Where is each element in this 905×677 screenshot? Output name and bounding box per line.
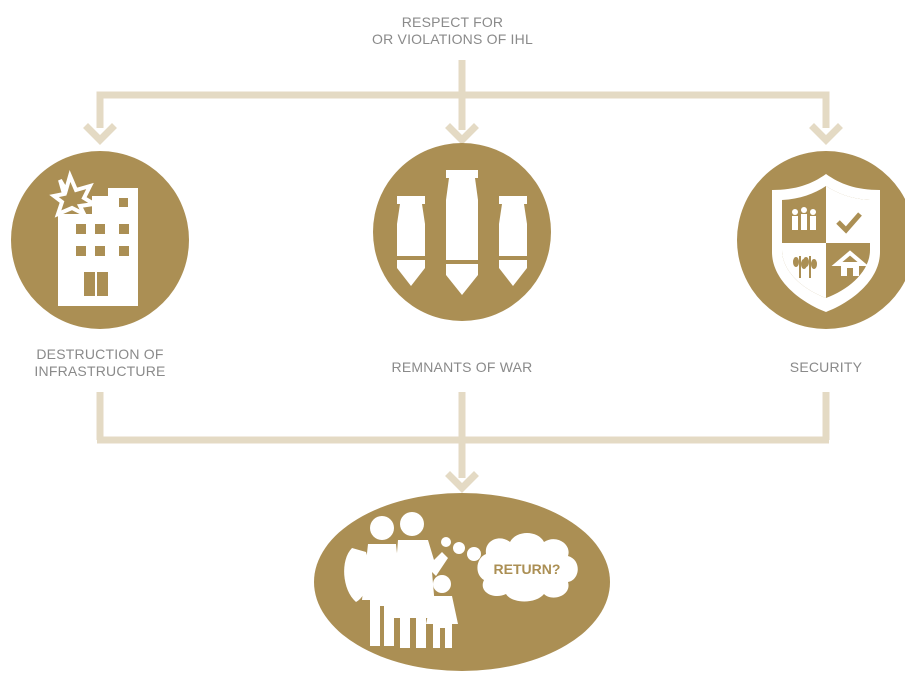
arrow-down-center-icon xyxy=(445,123,479,145)
wheat-icon xyxy=(793,256,817,278)
thought-bubble-icon xyxy=(441,533,578,602)
infrastructure-label: DESTRUCTION OF INFRASTRUCTURE xyxy=(10,346,190,380)
remnants-label-line1: REMNANTS OF WAR xyxy=(391,359,533,375)
check-icon xyxy=(836,212,862,234)
security-label-line1: SECURITY xyxy=(789,359,863,375)
arrow-down-bottom-icon xyxy=(445,471,479,493)
top-label-line2: OR VIOLATIONS OF IHL xyxy=(372,31,533,47)
node-outcome: RETURN? xyxy=(314,493,610,671)
people-icon xyxy=(792,207,816,230)
thought-text: RETURN? xyxy=(494,561,561,577)
infrastructure-label-line2: INFRASTRUCTURE xyxy=(34,363,166,379)
top-label: RESPECT FOR OR VIOLATIONS OF IHL xyxy=(330,14,575,48)
family-icon xyxy=(344,512,458,648)
bombs-icon xyxy=(395,170,529,295)
node-infrastructure xyxy=(11,151,189,329)
infrastructure-label-line1: DESTRUCTION OF xyxy=(36,346,164,362)
node-remnants xyxy=(373,143,551,321)
arrowheads xyxy=(83,123,843,493)
damaged-building-icon xyxy=(49,170,138,306)
shield-icon xyxy=(772,174,880,312)
security-label: SECURITY xyxy=(756,359,896,376)
arrow-down-left-icon xyxy=(83,123,117,145)
connectors xyxy=(96,60,830,478)
node-security xyxy=(737,151,905,329)
top-label-line1: RESPECT FOR xyxy=(401,14,504,30)
connector-top-bar xyxy=(96,91,830,128)
remnants-label: REMNANTS OF WAR xyxy=(362,359,562,376)
arrow-down-right-icon xyxy=(809,123,843,145)
home-icon xyxy=(831,250,869,276)
